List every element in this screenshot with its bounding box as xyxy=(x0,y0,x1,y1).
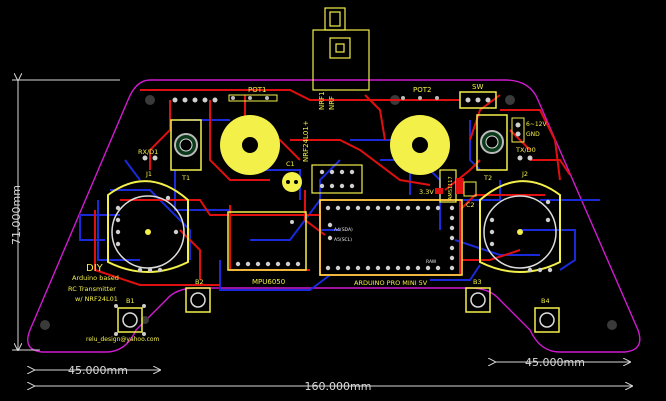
button-b3[interactable] xyxy=(465,287,491,313)
label-b2: B2 xyxy=(195,278,204,286)
pot2[interactable] xyxy=(390,96,450,175)
label-c2: C2 xyxy=(466,201,475,209)
arduino-bottom-row xyxy=(325,265,441,271)
switch-footprint xyxy=(459,91,497,109)
label-b4: B4 xyxy=(541,297,550,305)
capacitor-c1 xyxy=(282,172,302,192)
trimpot-t2[interactable] xyxy=(476,114,508,171)
mpu6050-module[interactable] xyxy=(227,211,307,271)
label-arduino: ARDUINO PRO MINI 5V xyxy=(354,279,428,287)
button-b2[interactable] xyxy=(185,287,211,313)
header-pins xyxy=(142,97,533,161)
label-t2: T2 xyxy=(483,174,492,182)
label-pin-sda: A4(SDA) xyxy=(334,227,353,233)
label-ams1117: AMS1117 xyxy=(448,176,454,200)
label-3v3: 3.3V xyxy=(419,188,434,196)
label-pot2: POT2 xyxy=(413,86,431,94)
label-desc3: w/ NRF24L01 xyxy=(75,295,118,303)
label-pin-scl: A5(SCL) xyxy=(334,237,352,243)
pot1[interactable] xyxy=(220,94,280,175)
label-pin-raw: RAW xyxy=(426,259,437,265)
label-diy: DIY xyxy=(86,263,104,274)
label-desc1: Arduino based xyxy=(72,274,119,282)
arduino-top-row xyxy=(325,205,441,211)
dim-left: 45.000mm xyxy=(68,364,128,377)
label-nrf24l01p: NRF24L01+ xyxy=(302,120,310,162)
label-mpu6050: MPU6050 xyxy=(252,278,285,286)
label-b3: B3 xyxy=(473,278,482,286)
dim-right: 45.000mm xyxy=(525,356,585,369)
dim-width: 160.000mm xyxy=(305,380,372,393)
nrf-header xyxy=(311,164,363,194)
arduino-side-row xyxy=(327,205,455,271)
label-pot1: POT1 xyxy=(248,86,266,94)
arduino-pro-mini[interactable] xyxy=(319,199,463,276)
dim-height: 71.000mm xyxy=(10,185,23,245)
joystick-j1[interactable] xyxy=(107,180,189,273)
label-t1: T1 xyxy=(181,174,190,182)
regulator-ams1117 xyxy=(435,169,477,203)
label-j2: J2 xyxy=(521,170,528,178)
label-612v: 6~12V xyxy=(526,121,547,128)
label-txd0: TX/D0 xyxy=(515,146,536,154)
label-b1: B1 xyxy=(126,297,135,305)
label-c1: C1 xyxy=(286,160,295,168)
button-b1[interactable] xyxy=(114,304,146,336)
trimpot-t1[interactable] xyxy=(170,119,202,171)
label-j1: J1 xyxy=(145,170,152,178)
label-nrf: NRF xyxy=(328,96,336,110)
button-b4[interactable] xyxy=(534,307,560,333)
label-sw: SW xyxy=(472,83,483,91)
label-gnd: GND xyxy=(526,131,540,138)
mounting-holes xyxy=(40,95,617,330)
dimension-lines xyxy=(12,80,632,386)
nrf-antenna xyxy=(312,7,370,91)
label-email: relu_design@yahoo.com xyxy=(86,336,160,343)
label-desc2: RC Transmitter xyxy=(68,285,116,293)
label-rxd1: RX/D1 xyxy=(138,148,158,156)
joystick-j2[interactable] xyxy=(479,180,561,273)
power-connector xyxy=(511,117,525,143)
label-nrf1: NRF1 xyxy=(318,91,326,110)
